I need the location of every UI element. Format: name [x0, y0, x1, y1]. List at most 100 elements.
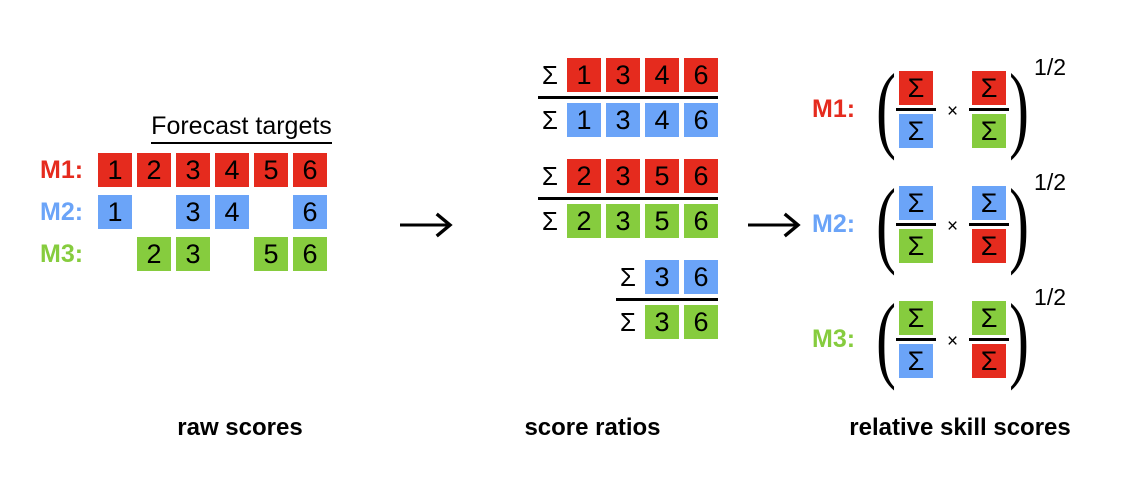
sigma-numerator-cell: Σ	[898, 301, 933, 335]
raw-score-cell: 4	[215, 195, 249, 229]
ratio-cell: 1	[567, 103, 601, 137]
ratio-cell: 3	[645, 260, 679, 294]
caption-relative-skill-scores: relative skill scores	[849, 414, 1071, 441]
raw-score-cell: 6	[293, 237, 327, 271]
raw-score-cell: 2	[137, 237, 171, 271]
model-label-m1: M1:	[40, 155, 84, 184]
ratio-cell: 2	[567, 159, 601, 193]
sigma-symbol: Σ	[541, 60, 558, 90]
fraction-bar	[616, 298, 718, 301]
fraction-bar	[969, 223, 1010, 226]
ratio-cell: 3	[606, 204, 640, 238]
sigma-denominator-cell: Σ	[898, 229, 933, 263]
raw-score-cell: 6	[293, 195, 327, 229]
forecast-targets-heading: Forecast targets	[151, 112, 332, 144]
sigma-symbol: Σ	[541, 206, 558, 236]
ratio-cell: 4	[645, 103, 679, 137]
sigma-numerator-cell: Σ	[898, 186, 933, 220]
ratio-cell: 6	[684, 260, 718, 294]
fraction-bar	[895, 223, 936, 226]
ratio-cell: 6	[684, 204, 718, 238]
sigma-numerator-cell: Σ	[972, 186, 1007, 220]
exponent-one-half: 1/2	[1034, 284, 1067, 310]
right-parenthesis: )	[1009, 283, 1029, 391]
caption-raw-scores: raw scores	[177, 414, 303, 441]
raw-score-cell: 3	[176, 153, 210, 187]
arrow-right-icon-2	[748, 212, 806, 238]
sigma-numerator-cell: Σ	[972, 301, 1007, 335]
fraction-bar	[969, 338, 1010, 341]
raw-score-cell	[137, 195, 171, 229]
left-parenthesis: (	[876, 53, 896, 161]
exponent-one-half: 1/2	[1034, 54, 1067, 80]
ratio-cell: 3	[606, 58, 640, 92]
ratio-cell: 3	[645, 305, 679, 339]
model-label-m3: M3:	[812, 325, 856, 353]
model-label-m1: M1:	[812, 95, 856, 123]
ratio-cell: 3	[606, 103, 640, 137]
multiplication-symbol: ×	[946, 100, 959, 122]
sigma-denominator-cell: Σ	[898, 344, 933, 378]
ratio-cell: 1	[567, 58, 601, 92]
ratio-cell: 5	[645, 159, 679, 193]
model-label-m3: M3:	[40, 239, 84, 268]
model-label-m2: M2:	[40, 197, 84, 226]
raw-score-cell: 1	[98, 195, 132, 229]
sigma-denominator-cell: Σ	[972, 229, 1007, 263]
sigma-denominator-cell: Σ	[898, 114, 933, 148]
fraction-bar	[538, 96, 718, 99]
raw-score-cell: 4	[215, 153, 249, 187]
right-parenthesis: )	[1009, 168, 1029, 276]
sigma-numerator-cell: Σ	[898, 71, 933, 105]
sigma-numerator-cell: Σ	[972, 71, 1007, 105]
ratio-cell: 2	[567, 204, 601, 238]
model-label-m2: M2:	[812, 210, 856, 238]
sigma-symbol: Σ	[541, 161, 558, 191]
forecast-targets-heading-wrap: Forecast targets	[40, 112, 385, 144]
raw-score-cell: 1	[98, 153, 132, 187]
ratio-cell: 6	[684, 159, 718, 193]
fraction-bar	[895, 338, 936, 341]
ratio-cell: 6	[684, 58, 718, 92]
fraction-bar	[895, 108, 936, 111]
multiplication-symbol: ×	[946, 215, 959, 237]
fraction-bar	[538, 197, 718, 200]
fraction-bar	[969, 108, 1010, 111]
right-parenthesis: )	[1009, 53, 1029, 161]
ratio-cell: 4	[645, 58, 679, 92]
raw-score-cell: 5	[254, 237, 288, 271]
raw-score-cell	[215, 237, 249, 271]
sigma-denominator-cell: Σ	[972, 114, 1007, 148]
multiplication-symbol: ×	[946, 330, 959, 352]
exponent-one-half: 1/2	[1034, 169, 1067, 195]
sigma-symbol: Σ	[541, 105, 558, 135]
caption-score-ratios: score ratios	[524, 414, 661, 441]
raw-score-cell: 5	[254, 153, 288, 187]
